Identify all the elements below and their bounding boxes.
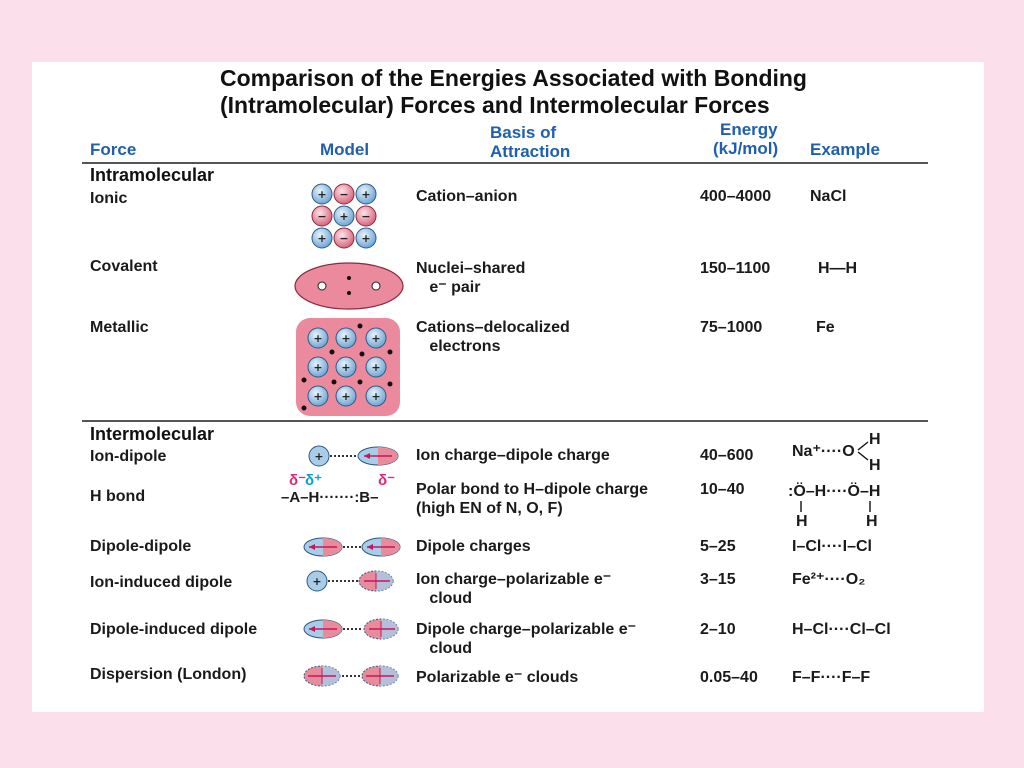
force-label: Ion-induced dipole bbox=[90, 574, 233, 591]
example-h-bottom: H bbox=[869, 457, 881, 474]
svg-text:+: + bbox=[313, 390, 322, 403]
svg-text:+: + bbox=[317, 232, 326, 245]
example-text: :Ö–H····Ö–H bbox=[788, 483, 881, 500]
svg-text:+: + bbox=[341, 361, 350, 374]
basis-text: Cation–anion bbox=[416, 188, 518, 205]
dipole-induced-dipole-model bbox=[303, 618, 399, 640]
header-model: Model bbox=[320, 140, 370, 159]
svg-text:+: + bbox=[317, 188, 326, 201]
example-text: I–Cl····I–Cl bbox=[792, 538, 872, 555]
energy-value: 2–10 bbox=[700, 621, 736, 638]
example-h-top: H bbox=[869, 431, 881, 448]
header-energy-line-2: (kJ/mol) bbox=[713, 139, 779, 158]
content-panel bbox=[32, 62, 984, 712]
example-text: H–Cl····Cl–Cl bbox=[792, 621, 891, 638]
basis-text: Cations–delocalized electrons bbox=[416, 319, 570, 355]
example-text: Fe bbox=[816, 319, 835, 336]
ion-induced-dipole-model: + bbox=[306, 570, 394, 592]
section-rule bbox=[82, 420, 928, 422]
svg-text:−: − bbox=[339, 188, 348, 201]
example-text: Fe²⁺····O₂ bbox=[792, 571, 866, 588]
force-label: Ionic bbox=[90, 190, 128, 207]
svg-text:+: + bbox=[313, 361, 322, 374]
svg-text:+: + bbox=[313, 332, 322, 345]
example-text: F–F····F–F bbox=[792, 669, 871, 686]
header-rule bbox=[82, 162, 928, 164]
basis-text: Dipole charges bbox=[416, 538, 531, 555]
basis-text: Dipole charge–polarizable e⁻ cloud bbox=[416, 621, 637, 657]
force-label: Dispersion (London) bbox=[90, 666, 247, 683]
energy-value: 400–4000 bbox=[700, 188, 772, 205]
dispersion-model bbox=[303, 665, 399, 687]
svg-text:+: + bbox=[312, 575, 321, 588]
example-text: Na⁺····O bbox=[792, 443, 855, 460]
basis-text: Polar bond to H–dipole charge (high EN o… bbox=[416, 481, 649, 517]
iondipole-example-bonds bbox=[857, 441, 869, 461]
basis-text: Ion charge–polarizable e⁻ cloud bbox=[416, 571, 612, 607]
metallic-bond-model: + + + + + + + + + bbox=[296, 318, 400, 416]
example-text: NaCl bbox=[810, 188, 847, 205]
section-intramolecular: Intramolecular bbox=[90, 165, 215, 185]
energy-value: 3–15 bbox=[700, 571, 736, 588]
svg-text:+: + bbox=[341, 390, 350, 403]
title-line-1: Comparison of the Energies Associated wi… bbox=[220, 65, 807, 91]
svg-text:+: + bbox=[361, 188, 370, 201]
force-label: Metallic bbox=[90, 319, 149, 336]
header-force: Force bbox=[90, 140, 137, 159]
energy-value: 0.05–40 bbox=[700, 669, 758, 686]
delta-minus-left: δ⁻ bbox=[289, 472, 307, 489]
basis-text: Nuclei–shared e⁻ pair bbox=[416, 260, 526, 296]
section-intermolecular: Intermolecular bbox=[90, 424, 215, 444]
svg-text:+: + bbox=[341, 332, 350, 345]
covalent-bond-model bbox=[294, 262, 404, 310]
force-label: Dipole-dipole bbox=[90, 538, 192, 555]
header-basis-line-2: Attraction bbox=[490, 142, 571, 161]
force-label: H bond bbox=[90, 488, 146, 505]
header-energy-line-1: Energy bbox=[720, 120, 778, 139]
svg-text:+: + bbox=[361, 232, 370, 245]
svg-text:+: + bbox=[371, 332, 380, 345]
basis-text: Polarizable e⁻ clouds bbox=[416, 669, 579, 686]
header-example: Example bbox=[810, 140, 880, 159]
title-line-2: (Intramolecular) Forces and Intermolecul… bbox=[220, 92, 770, 118]
hbond-formula: –A–H·······:B– bbox=[281, 489, 379, 506]
svg-text:+: + bbox=[339, 210, 348, 223]
force-label: Covalent bbox=[90, 258, 158, 275]
basis-text: Ion charge–dipole charge bbox=[416, 447, 610, 464]
svg-text:+: + bbox=[371, 361, 380, 374]
ionic-lattice-model: + − + − + − + − + bbox=[311, 183, 377, 249]
force-label: Ion-dipole bbox=[90, 448, 167, 465]
svg-text:+: + bbox=[371, 390, 380, 403]
delta-minus-right: δ⁻ bbox=[378, 472, 396, 489]
energy-value: 75–1000 bbox=[700, 319, 763, 336]
energy-value: 40–600 bbox=[700, 447, 754, 464]
hbond-example-bonds bbox=[800, 501, 871, 512]
energy-value: 5–25 bbox=[700, 538, 736, 555]
dipole-dipole-model bbox=[303, 537, 401, 557]
energy-value: 10–40 bbox=[700, 481, 745, 498]
example-h-left: H bbox=[796, 513, 808, 530]
svg-text:−: − bbox=[317, 210, 326, 223]
page-title: Comparison of the Energies Associated wi… bbox=[220, 65, 960, 119]
ion-dipole-model: + bbox=[308, 445, 399, 467]
svg-text:+: + bbox=[314, 450, 323, 463]
header-basis-line-1: Basis of bbox=[490, 123, 557, 142]
force-label: Dipole-induced dipole bbox=[90, 621, 258, 638]
example-h-right: H bbox=[866, 513, 878, 530]
delta-plus: δ⁺ bbox=[305, 472, 323, 489]
svg-text:−: − bbox=[361, 210, 370, 223]
energy-value: 150–1100 bbox=[700, 260, 771, 277]
svg-text:−: − bbox=[339, 232, 348, 245]
example-text: H—H bbox=[818, 260, 858, 277]
